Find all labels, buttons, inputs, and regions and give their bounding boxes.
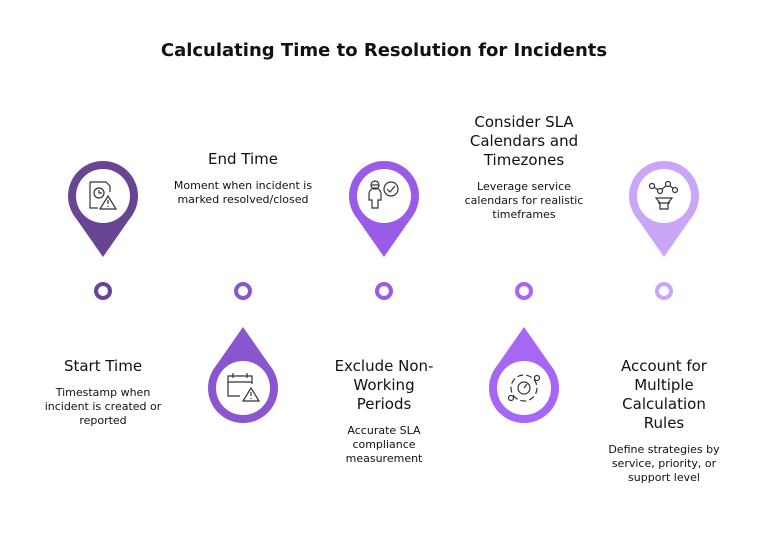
- timeline-dot: [234, 282, 252, 300]
- timeline-dot: [515, 282, 533, 300]
- diagram-title: Calculating Time to Resolution for Incid…: [160, 40, 608, 61]
- document-clock-warning-icon: [89, 181, 118, 210]
- map-pin: [208, 327, 278, 423]
- step-description: Moment when incident is marked resolved/…: [173, 179, 313, 206]
- person-check-icon: [368, 180, 399, 209]
- step-description: Timestamp when incident is created or re…: [44, 386, 162, 427]
- map-pin: [489, 327, 559, 423]
- step-description: Accurate SLA compliance measurement: [345, 424, 423, 465]
- step-title: Exclude Non-Working Periods: [334, 357, 434, 413]
- step-sla-calendars: Consider SLA Calendars and Timezones Lev…: [454, 113, 594, 222]
- timeline-dot: [375, 282, 393, 300]
- map-pin: [629, 161, 699, 257]
- timeline-dot: [655, 282, 673, 300]
- network-funnel-icon: [648, 180, 679, 210]
- orbit-dial-icon: [507, 374, 541, 402]
- map-pin: [349, 161, 419, 257]
- map-pin: [68, 161, 138, 257]
- step-description: Define strategies by service, priority, …: [608, 443, 720, 484]
- step-start-time: Start Time Timestamp when incident is cr…: [33, 357, 173, 428]
- step-description: Leverage service calendars for realistic…: [464, 180, 584, 221]
- step-title: Start Time: [63, 357, 143, 375]
- step-exclude-non-working: Exclude Non-Working Periods Accurate SLA…: [314, 357, 454, 466]
- calendar-warning-icon: [227, 373, 261, 402]
- step-title: Consider SLA Calendars and Timezones: [469, 113, 579, 169]
- step-end-time: End Time Moment when incident is marked …: [173, 150, 313, 207]
- step-title: End Time: [208, 150, 278, 168]
- timeline-dot: [94, 282, 112, 300]
- step-multiple-rules: Account for Multiple Calculation Rules D…: [594, 357, 734, 485]
- step-title: Account for Multiple Calculation Rules: [621, 357, 707, 432]
